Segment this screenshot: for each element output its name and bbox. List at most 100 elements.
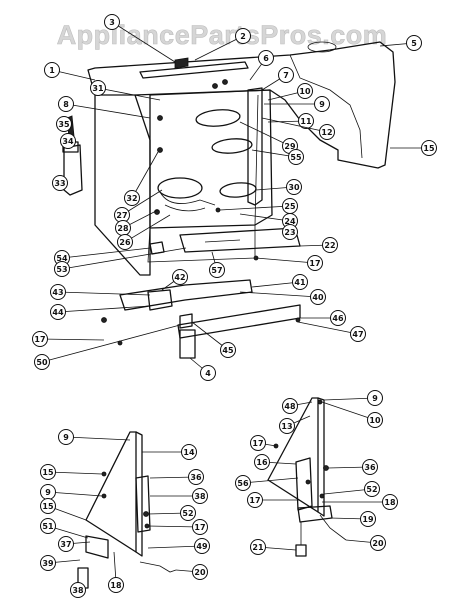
right-assembly [267, 397, 347, 557]
callout-main-41: 4 [189, 357, 216, 381]
callout-number: 1 [49, 66, 55, 75]
callout-leader-line [47, 471, 103, 475]
callout-number: 44 [52, 308, 64, 317]
left-screw-b [101, 493, 107, 499]
callout-main-13: 35 [56, 116, 72, 132]
callout-bubble [108, 577, 124, 593]
callout-main-30: 17 [255, 255, 323, 271]
callout-main-37: 47 [297, 321, 366, 342]
callout-left-15: 20 [175, 564, 208, 580]
inner-panel-edge [147, 94, 259, 263]
callout-number: 18 [384, 498, 396, 507]
callout-left-13: 18 [108, 577, 124, 593]
callout-number: 49 [196, 542, 208, 551]
screw-g [101, 317, 107, 323]
callout-bubble [200, 365, 216, 381]
callout-main-26: 22 [299, 237, 338, 253]
right-foot-21 [295, 544, 307, 557]
callout-bubble [235, 475, 251, 491]
callout-left-2: 36 [149, 469, 204, 485]
right-hinge-plate [295, 457, 313, 511]
callout-leader-line [47, 491, 103, 497]
callout-left-5: 9 [40, 484, 103, 500]
callout-left-0: 9 [58, 429, 131, 445]
callout-main-34: 40 [239, 289, 326, 305]
callout-number: 52 [366, 485, 377, 494]
callout-bubble [406, 35, 422, 51]
callout-main-35: 44 [50, 304, 151, 320]
callout-number: 48 [284, 402, 296, 411]
callout-main-31: 42 [161, 269, 188, 291]
callout-number: 41 [294, 278, 306, 287]
callout-bubble [360, 511, 376, 527]
callout-main-21: 28 [115, 209, 159, 236]
callout-bubble [90, 80, 106, 96]
callout-number: 36 [190, 473, 202, 482]
callout-bubble [40, 518, 56, 534]
left-foot-bracket [85, 535, 109, 559]
screw-a [157, 115, 163, 121]
coil-wire [159, 191, 216, 212]
callout-number: 53 [56, 265, 67, 274]
callout-right-11: 19 [329, 511, 376, 527]
callout-leader-line [61, 247, 151, 259]
left-frame-triangle [85, 431, 137, 553]
callout-bubble [307, 255, 323, 271]
callout-right-8: 52 [323, 481, 380, 497]
callout-number: 9 [319, 100, 325, 109]
callout-bubble [50, 284, 66, 300]
callout-bubble [54, 261, 70, 277]
top-rail [139, 61, 249, 79]
callout-right-1: 9 [323, 390, 383, 406]
callout-bubble [322, 237, 338, 253]
screw-d [157, 147, 163, 153]
callout-leader-line [65, 103, 151, 119]
callout-main-17: 33 [52, 175, 68, 191]
callout-leader-line [194, 35, 244, 61]
callout-main-6: 31 [90, 80, 161, 101]
callout-leader-line [131, 151, 159, 199]
callout-number: 10 [369, 416, 381, 425]
callout-bubble [282, 224, 298, 240]
oval-element-30 [219, 182, 257, 198]
callout-leader-line [321, 401, 376, 421]
callout-main-33: 43 [50, 284, 151, 300]
callout-bubble [104, 14, 120, 30]
callout-leader-line [323, 397, 376, 401]
callout-left-7: 15 [40, 498, 87, 521]
callout-right-3: 13 [279, 415, 311, 434]
callout-main-32: 41 [251, 274, 308, 290]
callout-number: 24 [284, 217, 296, 226]
callout-right-4: 17 [250, 435, 277, 451]
callout-leader-line [57, 305, 151, 313]
callout-bubble [124, 190, 140, 206]
callout-number: 14 [183, 448, 195, 457]
callout-number: 33 [54, 179, 65, 188]
callout-main-3: 6 [249, 50, 274, 81]
callout-number: 36 [364, 463, 376, 472]
callout-bubble [421, 140, 437, 156]
callout-bubble [247, 492, 263, 508]
callout-bubble [292, 274, 308, 290]
callout-bubble [310, 289, 326, 305]
callout-number: 46 [332, 314, 344, 323]
callout-leader-line [147, 525, 201, 528]
callout-number: 15 [42, 502, 54, 511]
callout-leader-line [239, 121, 291, 147]
callout-leader-line [255, 257, 316, 264]
callout-bubble [362, 459, 378, 475]
callout-bubble [298, 113, 314, 129]
callout-main-18: 30 [255, 179, 302, 195]
left-screw-a [101, 471, 107, 477]
lower-block-45 [179, 313, 193, 329]
screw-i [295, 317, 301, 323]
callout-right-7: 56 [235, 475, 299, 491]
callout-bubble [370, 535, 386, 551]
callout-leader-line [219, 205, 291, 211]
callout-number: 38 [194, 492, 206, 501]
callout-left-4: 38 [150, 488, 208, 504]
callout-number: 2 [240, 32, 246, 41]
callout-number: 17 [252, 439, 263, 448]
callout-leader-line [65, 436, 131, 441]
callout-number: 17 [34, 335, 45, 344]
